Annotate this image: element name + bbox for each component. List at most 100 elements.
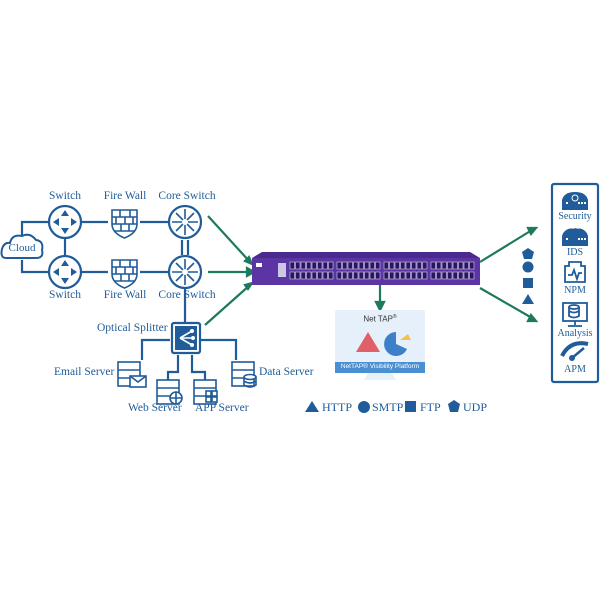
web-server-icon — [156, 379, 183, 405]
smtp-circle-icon — [522, 261, 534, 273]
sfp-port — [317, 261, 323, 270]
data-server-icon — [231, 361, 257, 388]
sfp-port — [322, 261, 328, 270]
tool-label-ids: IDS — [566, 247, 584, 258]
link-tap-tools-top — [479, 229, 533, 263]
cloud-label: Cloud — [8, 242, 36, 254]
tools-panel — [550, 182, 600, 384]
sfp-port — [458, 271, 464, 280]
monitor — [335, 310, 425, 380]
npm-icon — [564, 261, 586, 283]
ftp-square-icon — [523, 278, 533, 288]
sfp-port — [441, 261, 447, 270]
ids-appliance-icon — [562, 228, 588, 246]
sfp-port — [430, 261, 436, 270]
sfp-port — [469, 261, 475, 270]
sfp-port — [375, 261, 381, 270]
protocol-http-label: HTTP — [322, 400, 352, 414]
arrowhead — [374, 300, 386, 313]
sfp-port — [411, 271, 417, 280]
sfp-port — [416, 261, 422, 270]
nettap-appliance — [252, 252, 480, 285]
app-server-icon — [193, 379, 218, 405]
core-switch-bottom-icon — [167, 254, 203, 290]
sfp-port — [364, 271, 370, 280]
sfp-port — [328, 261, 334, 270]
sfp-port — [353, 261, 359, 270]
optical-splitter-icon — [170, 321, 202, 355]
triangle-chart-icon — [356, 332, 380, 352]
sfp-port — [394, 261, 400, 270]
platform-label: NetTAP® Visibility Platform — [340, 363, 420, 370]
sfp-port — [411, 261, 417, 270]
sfp-port — [436, 271, 442, 280]
security-appliance-icon — [562, 192, 588, 210]
arrowhead — [245, 266, 257, 278]
ids-badge: IDS — [570, 225, 580, 231]
monitor-brand: Net TAP® — [363, 314, 396, 324]
firewall-bottom-icon — [111, 259, 138, 289]
arrowhead — [243, 255, 255, 267]
link-splitter-app — [190, 355, 207, 380]
link-core-top-tap — [207, 215, 251, 263]
sfp-port — [405, 271, 411, 280]
analysis-icon — [562, 302, 588, 327]
link-cloud-switch-bottom — [20, 260, 48, 274]
sfp-port — [317, 271, 323, 280]
sfp-port — [383, 271, 389, 280]
sfp-port — [441, 271, 447, 280]
core-switch-bottom-label: Core Switch — [158, 289, 216, 301]
sfp-port — [295, 261, 301, 270]
http-triangle-icon — [305, 401, 319, 412]
tool-label-npm: NPM — [564, 285, 586, 296]
sfp-port — [452, 261, 458, 270]
sfp-port — [289, 261, 295, 270]
sfp-port — [336, 271, 342, 280]
sfp-port — [300, 261, 306, 270]
udp-pentagon-icon — [522, 248, 534, 259]
protocol-ftp-label: FTP — [420, 400, 441, 414]
sfp-port — [430, 271, 436, 280]
link-cloud-switch-top — [20, 220, 48, 236]
sfp-port — [416, 271, 422, 280]
sfp-port — [389, 271, 395, 280]
tool-label-security: Security — [558, 211, 592, 222]
sfp-port — [289, 271, 295, 280]
sfp-port — [311, 261, 317, 270]
sfp-port — [328, 271, 334, 280]
firewall-top-label: Fire Wall — [103, 190, 147, 202]
sfp-port — [342, 261, 348, 270]
link-splitter-tap — [204, 284, 251, 326]
web-server-label: Web Server — [128, 402, 182, 414]
switch-top-icon — [47, 204, 83, 240]
optical-splitter-label: Optical Splitter — [97, 322, 168, 334]
sfp-port — [447, 261, 453, 270]
sfp-port — [369, 271, 375, 280]
sfp-port — [347, 261, 353, 270]
protocol-udp-label: UDP — [463, 400, 488, 414]
link-splitter-web — [166, 355, 180, 380]
switch-top-label: Switch — [49, 190, 81, 202]
sfp-port — [469, 271, 475, 280]
sfp-port — [422, 271, 428, 280]
email-server-label: Email Server — [54, 366, 115, 378]
pie-chart-icon — [384, 332, 407, 356]
sfp-port — [336, 261, 342, 270]
link-splitter-data — [200, 338, 238, 360]
sfp-port — [364, 261, 370, 270]
sfp-port — [295, 271, 301, 280]
sfp-port — [400, 271, 406, 280]
http-triangle-icon — [522, 294, 534, 304]
udp-pentagon-icon — [448, 400, 460, 412]
sfp-port — [358, 261, 364, 270]
sfp-port — [311, 271, 317, 280]
firewall-top-icon — [111, 209, 138, 239]
core-switch-top-icon — [167, 204, 203, 240]
sfp-port — [306, 271, 312, 280]
sfp-port — [458, 261, 464, 270]
protocol-smtp-label: SMTP — [372, 400, 404, 414]
sfp-port — [463, 261, 469, 270]
sfp-port — [422, 261, 428, 270]
arrowhead — [243, 281, 255, 291]
